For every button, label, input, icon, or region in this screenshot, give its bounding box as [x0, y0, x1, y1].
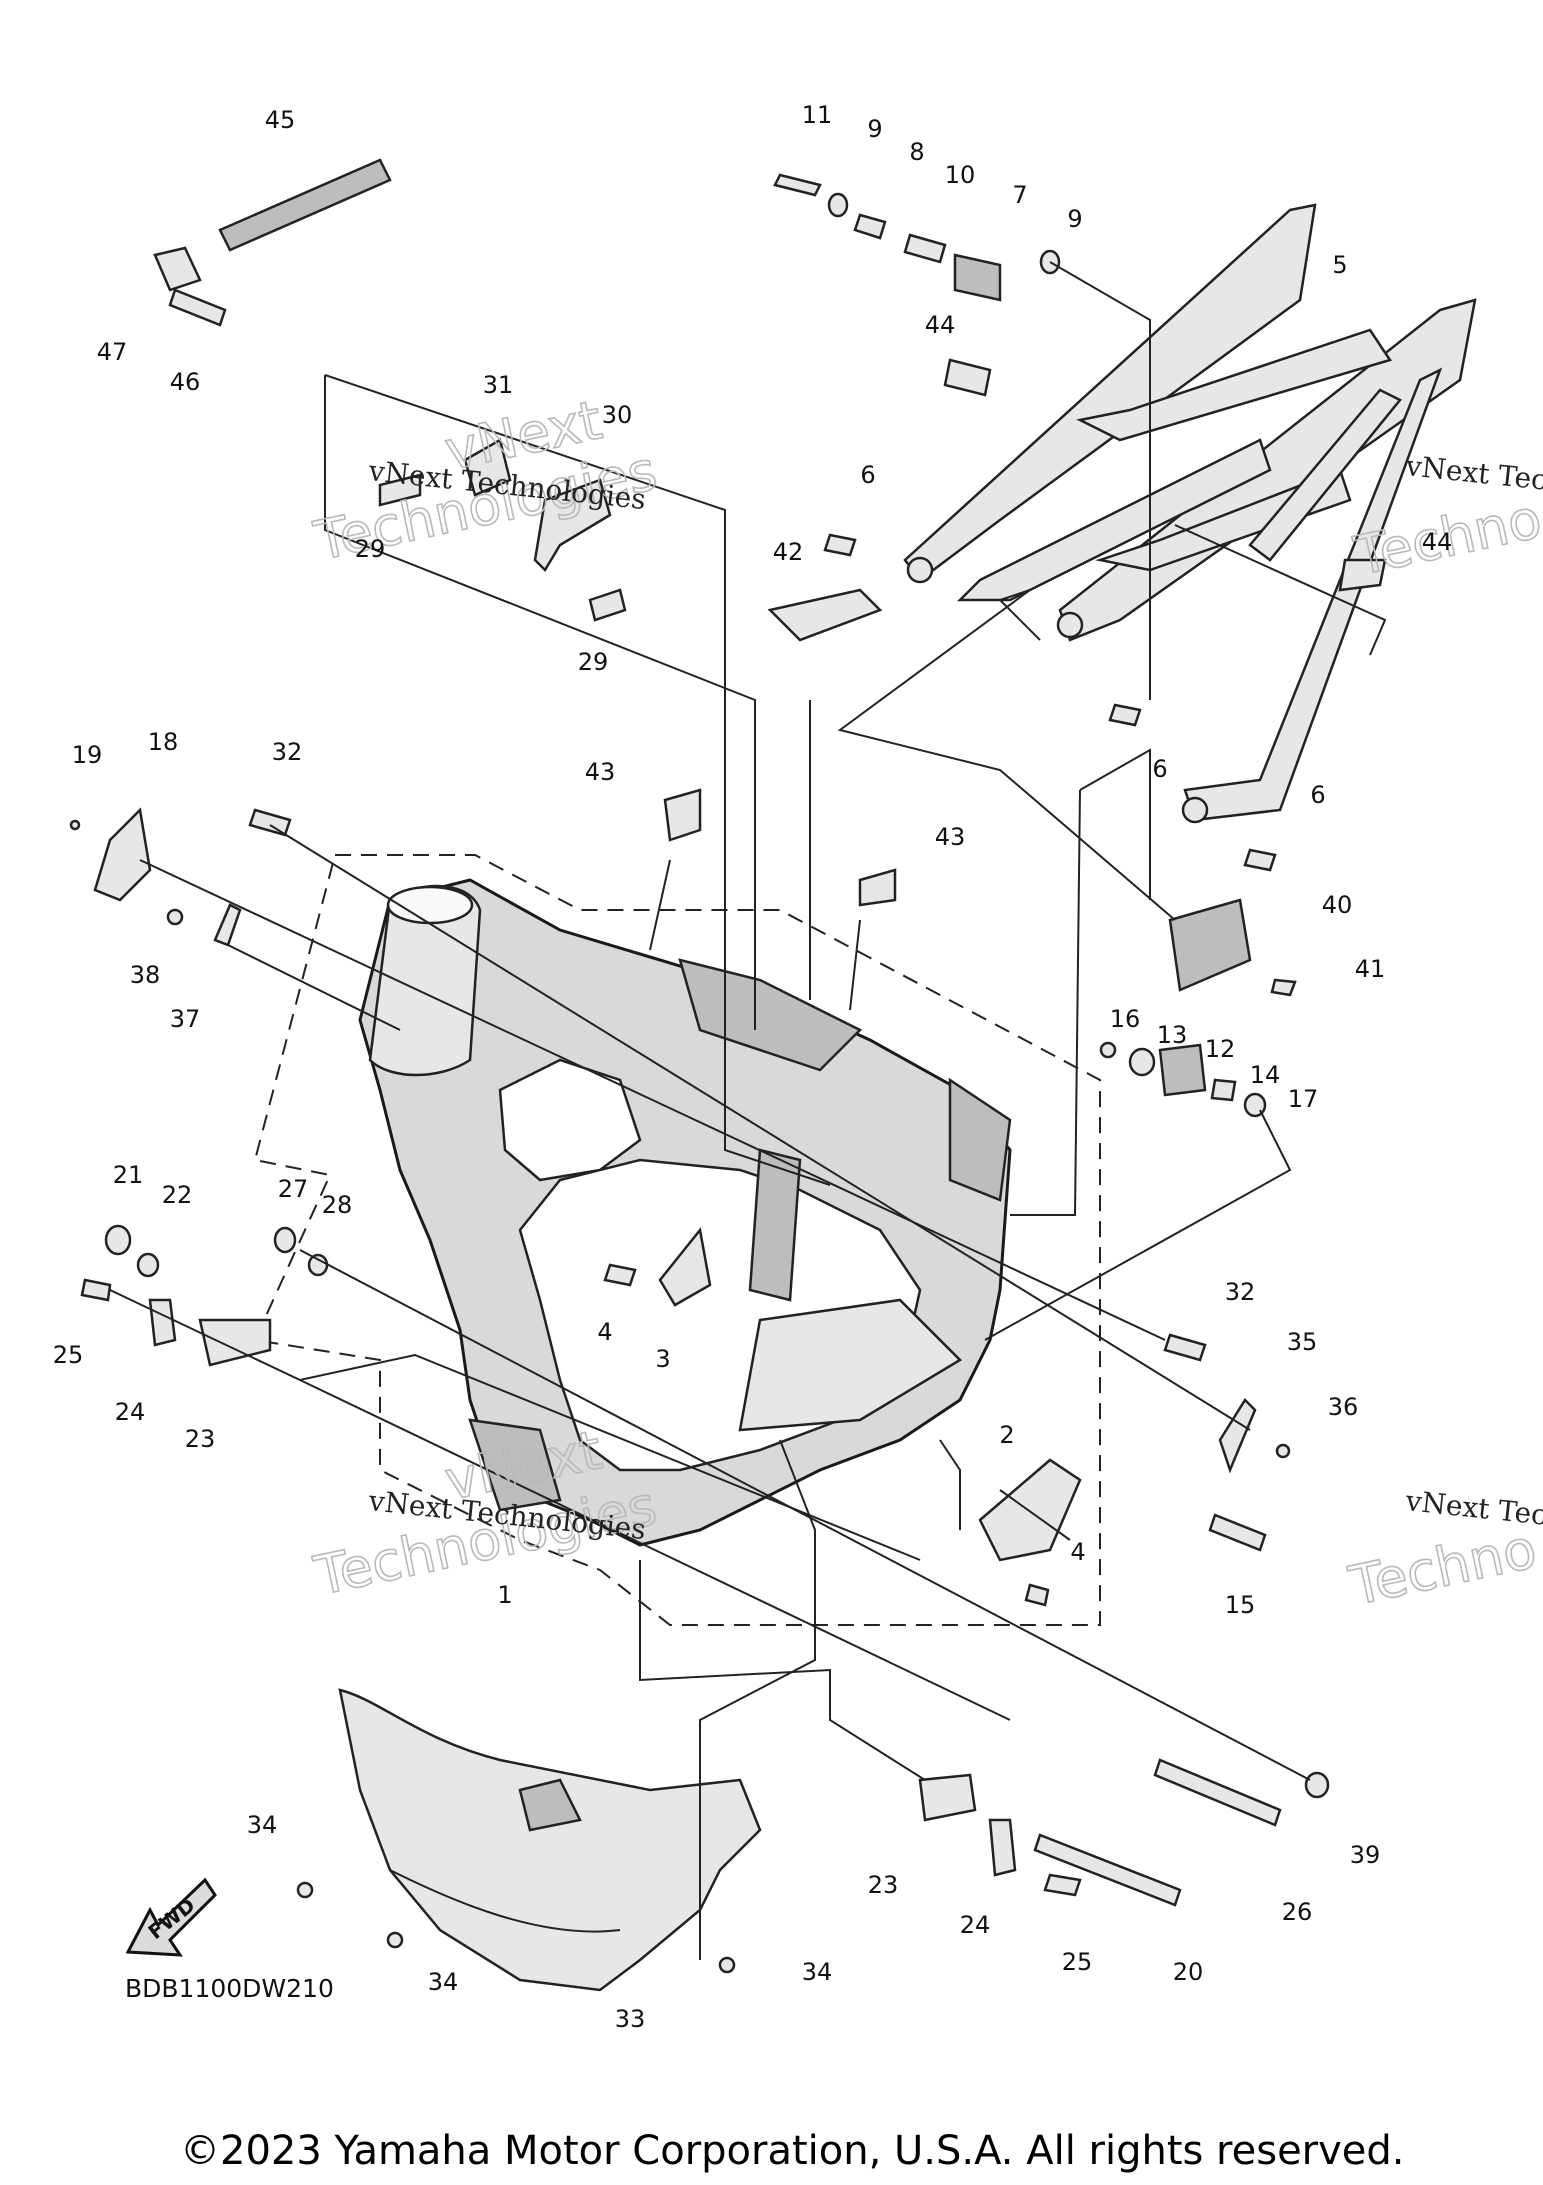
- callout-4: 4: [597, 1318, 612, 1346]
- callout-20: 20: [1173, 1958, 1204, 1986]
- callout-45: 45: [265, 106, 296, 134]
- callout-16: 16: [1110, 1005, 1141, 1033]
- callout-33: 33: [615, 2005, 646, 2033]
- callout-6c: 6: [1310, 781, 1325, 809]
- callout-29: 29: [355, 535, 386, 563]
- callout-34b: 34: [428, 1968, 459, 1996]
- callout-7: 7: [1012, 181, 1027, 209]
- callout-34: 34: [247, 1811, 278, 1839]
- callout-9: 9: [867, 115, 882, 143]
- callout-32: 32: [272, 738, 303, 766]
- callout-21: 21: [113, 1161, 144, 1189]
- callout-25: 25: [53, 1341, 84, 1369]
- callout-35: 35: [1287, 1328, 1318, 1356]
- watermark-partial-4: Techno: [1344, 1517, 1542, 1618]
- frame-assembly-outline: [253, 854, 1101, 1626]
- diagram-code: BDB1100DW210: [125, 1974, 334, 2003]
- callout-34c: 34: [802, 1958, 833, 1986]
- callout-31: 31: [483, 371, 514, 399]
- callout-47: 47: [97, 338, 128, 366]
- rear-subframe: [903, 203, 1477, 824]
- callout-6: 6: [860, 461, 875, 489]
- callout-26: 26: [1282, 1898, 1313, 1926]
- callout-23b: 23: [868, 1871, 899, 1899]
- callout-24: 24: [115, 1398, 146, 1426]
- callout-32b: 32: [1225, 1278, 1256, 1306]
- callout-46: 46: [170, 368, 201, 396]
- callout-22: 22: [162, 1181, 193, 1209]
- callout-17: 17: [1288, 1085, 1319, 1113]
- copyright-notice: ©2023 Yamaha Motor Corporation, U.S.A. A…: [180, 2128, 1405, 2174]
- callout-18: 18: [148, 728, 179, 756]
- callout-28: 28: [322, 1191, 353, 1219]
- callout-3: 3: [655, 1345, 670, 1373]
- callout-27: 27: [278, 1175, 309, 1203]
- callout-10: 10: [945, 161, 976, 189]
- callout-42: 42: [773, 538, 804, 566]
- callout-12: 12: [1205, 1035, 1236, 1063]
- callout-41: 41: [1355, 955, 1386, 983]
- callout-23: 23: [185, 1425, 216, 1453]
- callout-13: 13: [1157, 1021, 1188, 1049]
- callout-29b: 29: [578, 648, 609, 676]
- callout-43b: 43: [935, 823, 966, 851]
- callout-25b: 25: [1062, 1948, 1093, 1976]
- callout-19: 19: [72, 741, 103, 769]
- callout-39: 39: [1350, 1841, 1381, 1869]
- callout-numbers: 45 47 46 11 9 8 10 7 9 5 44 31 30 29 29 …: [53, 101, 1453, 2033]
- callout-4b: 4: [1070, 1538, 1085, 1566]
- skid-plate: [338, 1688, 762, 1992]
- callout-5: 5: [1332, 251, 1347, 279]
- callout-8: 8: [909, 138, 924, 166]
- callout-43: 43: [585, 758, 616, 786]
- callout-2: 2: [999, 1421, 1014, 1449]
- callout-1: 1: [497, 1581, 512, 1609]
- callout-24b: 24: [960, 1911, 991, 1939]
- callout-38: 38: [130, 961, 161, 989]
- callout-44b: 44: [1422, 528, 1453, 556]
- callout-44: 44: [925, 311, 956, 339]
- callout-9b: 9: [1067, 205, 1082, 233]
- callout-37: 37: [170, 1005, 201, 1033]
- callout-6b: 6: [1152, 755, 1167, 783]
- callout-40: 40: [1322, 891, 1353, 919]
- callout-14: 14: [1250, 1061, 1281, 1089]
- leader-lines: [109, 261, 1387, 1960]
- small-parts: [69, 158, 1387, 1974]
- callout-11: 11: [802, 101, 833, 129]
- fwd-arrow: FWD: [125, 1877, 217, 1957]
- callout-30: 30: [602, 401, 633, 429]
- callout-15: 15: [1225, 1591, 1256, 1619]
- callout-36: 36: [1328, 1393, 1359, 1421]
